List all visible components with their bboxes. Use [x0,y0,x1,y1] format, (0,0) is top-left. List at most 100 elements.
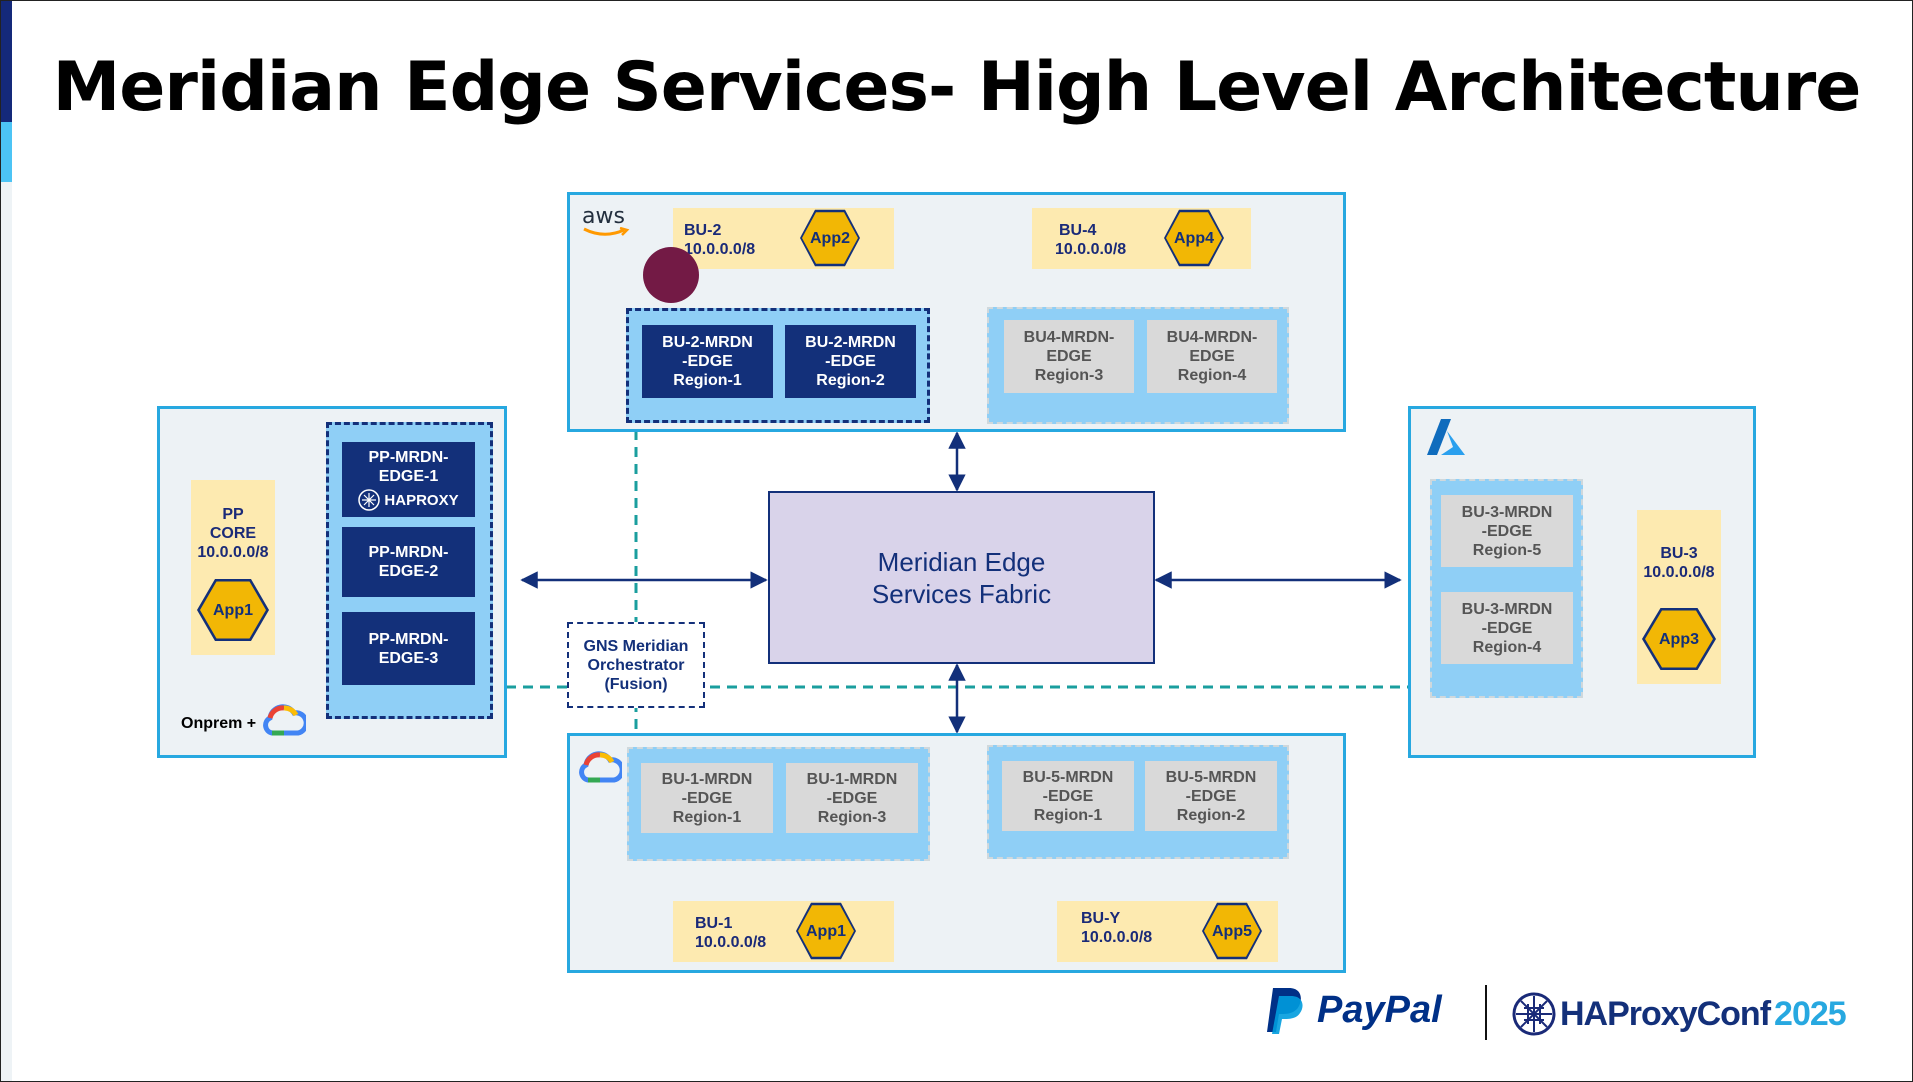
cursor-dot [643,247,699,303]
accent-bar-light [0,122,12,182]
node-line: BU-3-MRDN [1461,600,1553,618]
node-line: Region-1 [672,808,742,826]
bu4-edge-group: BU4-MRDN- EDGE Region-3 BU4-MRDN- EDGE R… [987,307,1289,424]
bu2-name: BU-2 [684,222,722,239]
bu4-edge-region-4[interactable]: BU4-MRDN- EDGE Region-4 [1147,320,1277,393]
aws-logo: aws [582,206,632,237]
pp-app-label: App1 [213,601,253,619]
buy-app-label: App5 [1212,922,1252,940]
node-line: Region-4 [1177,367,1247,384]
pp-edge-2[interactable]: PP-MRDN- EDGE-2 [342,527,475,597]
bu1-name: BU-1 [695,915,733,932]
node-line: -EDGE [681,789,733,807]
bu4-name: BU-4 [1059,222,1097,239]
gcp-logo-icon [579,751,622,783]
haproxyconf-logo: HAProxyConf 2025 [1512,990,1847,1038]
bu3-app-hex[interactable]: App3 [1642,607,1716,671]
bu1-cidr: 10.0.0.0/8 [695,934,767,951]
bu5-edge-region-2[interactable]: BU-5-MRDN -EDGE Region-2 [1145,761,1277,831]
bu4-app-label: App4 [1174,229,1214,247]
buy-cidr: 10.0.0.0/8 [1081,929,1153,946]
fabric-line1: Meridian Edge [877,546,1046,577]
node-line: EDGE-3 [378,649,439,667]
node-line: EDGE-1 [378,468,439,485]
paypal-text: PayPal [1317,988,1442,1031]
paypal-p-icon [1267,988,1303,1034]
node-line: EDGE-2 [378,563,439,580]
node-line: Region-2 [1176,806,1246,824]
node-line: -EDGE [682,353,733,370]
node-line: EDGE [1046,348,1092,365]
bu3-edge-region-4[interactable]: BU-3-MRDN -EDGE Region-4 [1441,592,1573,664]
node-line: -EDGE [1481,522,1533,540]
node-line: Region-2 [816,372,885,389]
bu3-edge-region-5[interactable]: BU-3-MRDN -EDGE Region-5 [1441,495,1573,567]
haproxyconf-text: HAProxyConf [1560,994,1771,1033]
azure-logo-icon [1427,419,1465,455]
node-line: BU-2-MRDN [805,334,896,351]
node-line: BU-1-MRDN [806,770,898,788]
bu3-app-label: App3 [1659,630,1699,648]
bu1-edge-region-1[interactable]: BU-1-MRDN -EDGE Region-1 [641,763,773,833]
footer-divider [1485,985,1487,1040]
bu3-edge-group: BU-3-MRDN -EDGE Region-5 BU-3-MRDN -EDGE… [1430,479,1583,698]
pp-core-cidr: 10.0.0.0/8 [197,544,269,561]
node-line: BU-1-MRDN [661,770,753,788]
pp-core-box: PP CORE 10.0.0.0/8 App1 [191,480,275,655]
pp-app-hex[interactable]: App1 [197,578,269,642]
bu1-edge-group: BU-1-MRDN -EDGE Region-1 BU-1-MRDN -EDGE… [627,747,930,861]
node-line: Region-5 [1472,541,1542,559]
bu5-edge-group: BU-5-MRDN -EDGE Region-1 BU-5-MRDN -EDGE… [987,745,1289,859]
gcp-cloud-icon [263,704,306,736]
node-line: -EDGE [825,353,876,370]
bu4-box: BU-4 10.0.0.0/8 App4 [1032,208,1251,269]
node-line: -EDGE [826,789,878,807]
bu2-cidr: 10.0.0.0/8 [684,241,756,258]
node-line: PP-MRDN- [368,630,449,648]
node-line: PP-MRDN- [368,544,449,561]
page-title: Meridian Edge Services- High Level Archi… [52,48,1862,127]
bu5-edge-region-1[interactable]: BU-5-MRDN -EDGE Region-1 [1002,761,1134,831]
bu1-app-label: App1 [806,922,846,940]
bu3-box: BU-3 10.0.0.0/8 App3 [1637,510,1721,684]
node-line: Region-3 [1034,367,1104,384]
bu2-edge-region-2[interactable]: BU-2-MRDN -EDGE Region-2 [785,325,916,398]
pp-edge-1[interactable]: PP-MRDN- EDGE-1 HAPROXY [342,442,475,517]
pp-edge-3[interactable]: PP-MRDN- EDGE-3 [342,612,475,685]
node-line: Region-1 [673,372,742,389]
node-line: BU-2-MRDN [662,334,753,351]
bu1-app-hex[interactable]: App1 [796,902,856,960]
node-line: BU4-MRDN- [1023,329,1115,346]
buy-name: BU-Y [1081,910,1121,927]
node-line: EDGE [1189,348,1235,365]
orchestrator-line2: Orchestrator [587,656,685,674]
accent-bar-dark [0,0,12,122]
orchestrator-line1: GNS Meridian [583,637,689,655]
node-line: Region-1 [1033,806,1103,824]
node-line: Region-3 [817,808,887,826]
fabric-line2: Services Fabric [871,578,1052,609]
buy-box: BU-Y 10.0.0.0/8 App5 [1057,901,1278,962]
buy-app-hex[interactable]: App5 [1202,902,1262,960]
pp-core-line1: PP [222,506,244,523]
paypal-logo: PayPal [1265,985,1442,1035]
bu2-box: BU-2 10.0.0.0/8 App2 [673,208,894,269]
bu2-app-hex[interactable]: App2 [800,209,860,267]
accent-bar-pale [0,182,12,1082]
bu2-app-label: App2 [810,229,850,247]
orchestrator-box[interactable]: GNS Meridian Orchestrator (Fusion) [567,622,705,708]
aws-smile-icon [583,227,630,236]
fabric-box[interactable]: Meridian Edge Services Fabric [768,491,1155,664]
haproxy-badge: HAPROXY [358,489,459,511]
node-line: -EDGE [1042,787,1094,805]
haproxy-globe-icon [1512,992,1556,1036]
haproxy-badge-text: HAPROXY [384,491,459,509]
bu2-edge-group: BU-2-MRDN -EDGE Region-1 BU-2-MRDN -EDGE… [626,308,930,423]
orchestrator-line3: (Fusion) [604,675,668,693]
haproxy-icon [358,489,381,511]
bu2-edge-region-1[interactable]: BU-2-MRDN -EDGE Region-1 [642,325,773,398]
bu3-name: BU-3 [1660,545,1698,562]
bu4-edge-region-3[interactable]: BU4-MRDN- EDGE Region-3 [1004,320,1134,393]
bu1-edge-region-3[interactable]: BU-1-MRDN -EDGE Region-3 [786,763,918,833]
bu4-app-hex[interactable]: App4 [1164,209,1224,267]
